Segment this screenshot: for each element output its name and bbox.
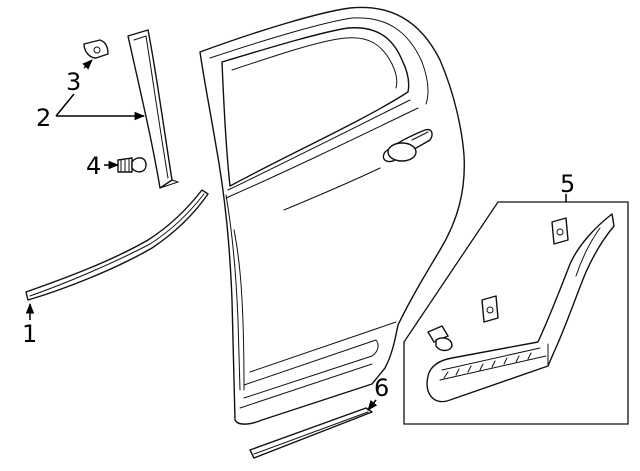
callout-3: 3: [66, 68, 81, 96]
callout-5: 5: [560, 170, 575, 198]
belt-moulding: [25, 189, 209, 301]
callout-4: 4: [86, 152, 101, 180]
pillar-applique: [127, 29, 180, 189]
callout-6: 6: [374, 374, 389, 402]
callout-1: 1: [22, 320, 37, 348]
inset-detail: [403, 201, 629, 425]
lower-moulding: [249, 407, 373, 459]
rear-door: [199, 6, 465, 425]
bracket-clip: [83, 39, 109, 59]
callout-2: 2: [36, 104, 51, 132]
leader-lines: [25, 59, 567, 411]
screw: [117, 157, 147, 173]
